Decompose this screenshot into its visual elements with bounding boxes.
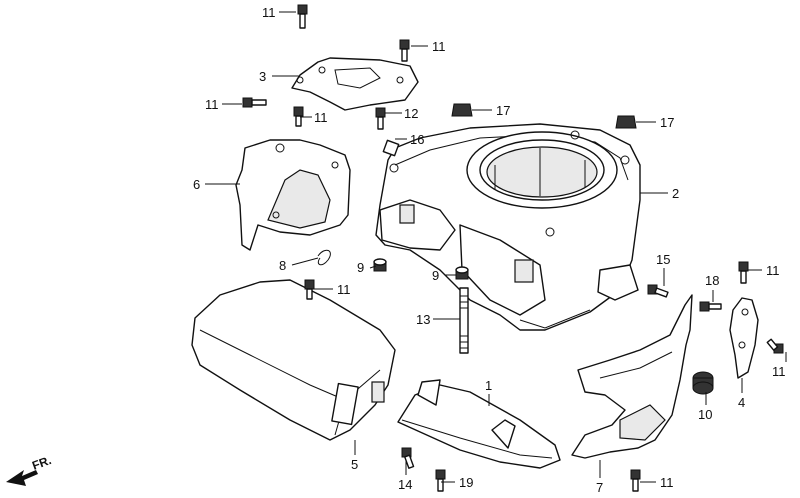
bolt-15: [647, 284, 669, 298]
callout-11: 11: [432, 39, 446, 54]
callout-9: 9: [432, 268, 439, 283]
callout-13: 13: [416, 312, 430, 327]
bolt-18: [699, 301, 722, 312]
callout-9: 9: [357, 260, 364, 275]
bolt-11-center: [293, 106, 304, 127]
top-bracket: [291, 57, 419, 111]
bolt-11-top-right: [399, 39, 410, 62]
leader-lines: [205, 11, 787, 483]
callout-3: 3: [259, 69, 266, 84]
callout-11: 11: [262, 5, 276, 20]
callout-4: 4: [738, 395, 745, 410]
bolt-14: [401, 447, 415, 469]
grommet-9-a: [373, 258, 387, 272]
callout-11: 11: [772, 364, 786, 379]
callout-11: 11: [766, 263, 780, 278]
callout-11: 11: [660, 475, 674, 490]
callout-16: 16: [410, 132, 424, 147]
bolt-11-right: [766, 338, 784, 354]
lower-side-shroud: [571, 294, 693, 459]
callout-14: 14: [398, 477, 412, 492]
callout-10: 10: [698, 407, 712, 422]
blower-housing: [375, 123, 641, 331]
callout-8: 8: [279, 258, 286, 273]
engine-cover: [191, 279, 396, 441]
bolt-11-shroud: [304, 279, 315, 300]
nut-17-a: [451, 103, 473, 117]
callout-17: 17: [496, 103, 510, 118]
grommet-9-b: [455, 266, 469, 280]
callout-1: 1: [485, 378, 492, 393]
bolt-11-top: [297, 4, 308, 29]
bolt-12: [375, 107, 386, 130]
callout-19: 19: [459, 475, 473, 490]
callout-7: 7: [596, 480, 603, 495]
front-direction-label: FR.: [30, 453, 53, 473]
bolt-11-left: [242, 97, 267, 108]
bottom-guide: [397, 379, 561, 469]
callout-15: 15: [656, 252, 670, 267]
bolt-11-bottom: [630, 469, 641, 492]
callout-18: 18: [705, 273, 719, 288]
callout-6: 6: [193, 177, 200, 192]
front-direction-arrow: FR.: [6, 453, 53, 486]
callout-12: 12: [404, 106, 418, 121]
callout-labels: 11 11 3 11 11 12 17 17 16 6 2 8 9 9 11 1…: [193, 5, 786, 495]
side-bracket: [729, 297, 759, 379]
callout-11: 11: [337, 282, 351, 297]
nut-17-b: [615, 115, 637, 129]
rubber-mount: [692, 371, 714, 395]
callout-11: 11: [314, 110, 328, 125]
side-shroud: [235, 139, 351, 251]
callout-5: 5: [351, 457, 358, 472]
stud-bolt: [459, 287, 469, 354]
callout-2: 2: [672, 186, 679, 201]
spring-clip: [317, 249, 331, 266]
clip-nut: [382, 139, 400, 157]
callout-17: 17: [660, 115, 674, 130]
callout-11: 11: [205, 97, 219, 112]
bolt-11-right-top: [738, 261, 749, 284]
bolt-19: [435, 469, 446, 492]
